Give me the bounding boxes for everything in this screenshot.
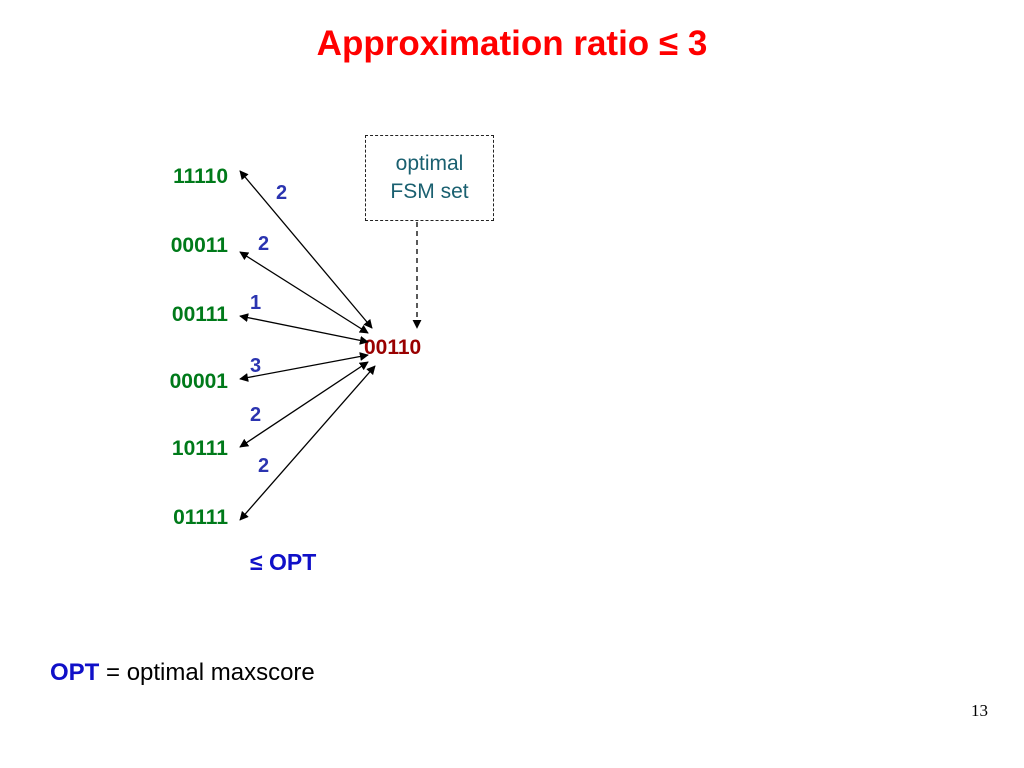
- footnote: OPT = optimal maxscore: [50, 659, 315, 687]
- arrow-string-1: [239, 170, 373, 329]
- page-number: 13: [971, 701, 988, 720]
- arrow-string-6: [239, 365, 376, 521]
- optimal-fsm-set-box: optimal FSM set: [365, 135, 494, 221]
- slide-title: Approximation ratio ≤ 3: [316, 24, 708, 63]
- string-label-3: 00111: [171, 303, 228, 326]
- arrow-string-2: [239, 251, 369, 334]
- footnote-term: OPT: [50, 659, 100, 686]
- string-label-6: 01111: [173, 506, 228, 529]
- footnote-definition: = optimal maxscore: [99, 659, 315, 686]
- string-label-5: 10111: [171, 437, 228, 460]
- fsm-box-line-2: FSM set: [390, 180, 469, 203]
- fsm-box-line-1: optimal: [395, 152, 464, 175]
- arrow-string-3: [239, 313, 369, 345]
- string-label-1: 11110: [173, 165, 228, 188]
- string-label-2: 00011: [170, 234, 228, 257]
- center-string: 00110: [364, 336, 422, 359]
- string-label-4: 00001: [169, 370, 228, 393]
- bound-label: ≤ OPT: [250, 549, 317, 575]
